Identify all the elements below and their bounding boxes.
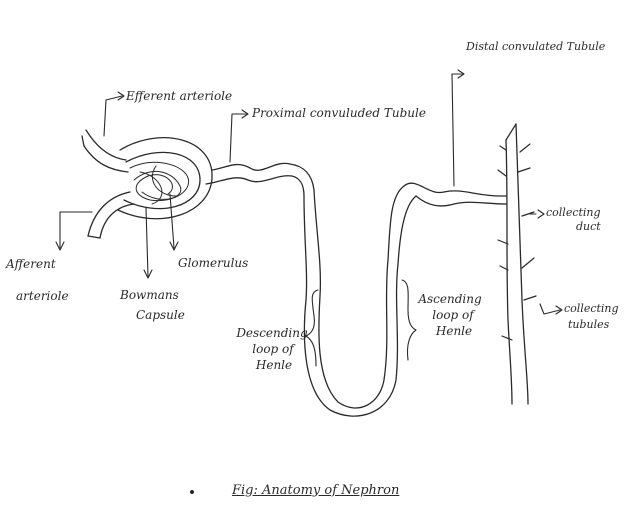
efferent-arteriole-label: Efferent arteriole xyxy=(126,89,233,103)
efferent-arteriole-vessel xyxy=(81,129,129,173)
proximal-tubule-label: Proximal convuluded Tubule xyxy=(252,106,426,120)
bowmans-label-line1: Bowmans xyxy=(120,288,179,302)
caption-bullet xyxy=(190,490,194,494)
proximal-convoluted-tubule xyxy=(205,162,315,197)
glomerulus-label: Glomerulus xyxy=(178,256,249,270)
bowmans-label-line2: Capsule xyxy=(136,308,185,322)
collecting-duct xyxy=(505,123,529,405)
afferent-label-line1: Afferent xyxy=(6,257,56,271)
ascending-label-line3: Henle xyxy=(435,324,473,338)
distal-tubule-label: Distal convulated Tubule xyxy=(466,40,606,53)
label-pointers xyxy=(55,69,563,367)
descending-label-line3: Henle xyxy=(255,358,293,372)
ascending-label-line2: loop of xyxy=(432,308,474,322)
bowmans-capsule xyxy=(117,137,213,220)
ascending-label-line1: Ascending xyxy=(418,292,482,306)
descending-label-line2: loop of xyxy=(252,342,294,356)
collecting-tubule-branches xyxy=(497,143,537,341)
collecting-tubules-label-line2: tubules xyxy=(568,318,610,331)
loop-of-henle xyxy=(303,185,417,417)
collecting-tubules-label-line1: collecting xyxy=(564,302,619,315)
glomerulus-capillaries xyxy=(129,161,189,205)
descending-label-line1: Descending xyxy=(236,326,308,340)
figure-caption: Fig: Anatomy of Nephron xyxy=(232,483,400,498)
distal-convoluted-tubule xyxy=(403,182,507,207)
collecting-duct-label-line1: collecting xyxy=(546,206,601,219)
collecting-duct-label-line2: duct xyxy=(576,220,601,233)
afferent-label-line2: arteriole xyxy=(16,289,69,303)
afferent-arteriole-vessel xyxy=(87,191,135,239)
